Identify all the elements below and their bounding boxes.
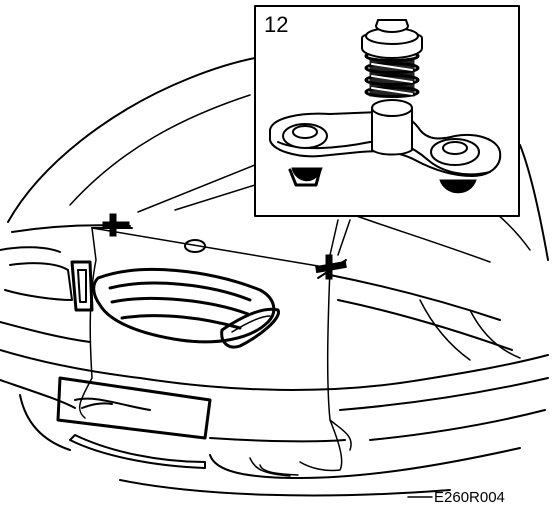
removal-panel-outline (56, 227, 352, 472)
clip-right (315, 254, 347, 280)
leader-lines (137, 164, 351, 256)
clip-left (91, 213, 133, 237)
detail-number: 12 (264, 12, 288, 37)
top-cap (361, 19, 423, 59)
detail-inset: 12 (254, 5, 520, 217)
figure-code-label: E260R004 (434, 489, 505, 506)
emblem-oval (184, 239, 206, 253)
figure-code: E260R004 (407, 489, 505, 506)
grille (70, 260, 280, 349)
